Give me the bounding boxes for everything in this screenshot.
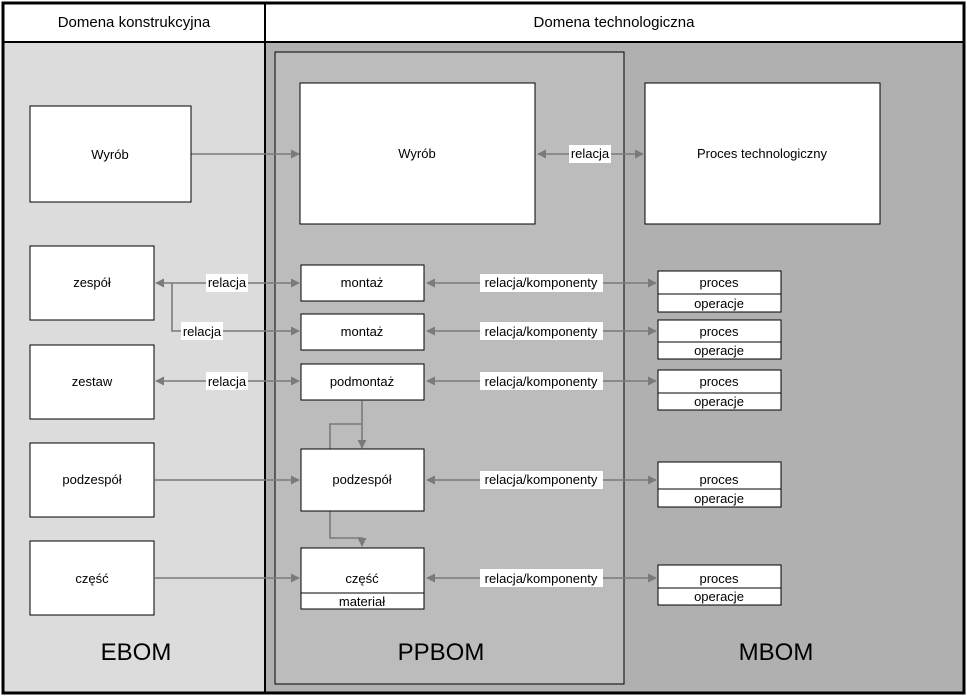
mbom-op-box-1 <box>657 270 782 313</box>
ebom-part-label: część <box>75 571 109 586</box>
mbom-ops-label-4: operacje <box>694 491 744 506</box>
ebom-product-label: Wyrób <box>91 147 128 162</box>
mbom-op-box-2 <box>657 319 782 360</box>
mbom-process-label: Proces technologiczny <box>697 146 828 161</box>
technological-domain-title: Domena technologiczna <box>534 14 696 31</box>
mbom-op-box-5 <box>657 564 782 606</box>
mbom-proc-label-2: proces <box>699 324 739 339</box>
ebom-set-label: zestaw <box>72 374 113 389</box>
components-label-bg-2 <box>480 322 603 340</box>
arrow-assembly-mounting-2 <box>171 283 300 336</box>
zone-titles: EBOM PPBOM MBOM <box>101 639 814 666</box>
ebom-subassembly-label: podzespół <box>62 472 121 487</box>
ebom-items: Wyrób zespół zestaw podzespół część <box>29 105 192 616</box>
ebom-title: EBOM <box>101 639 172 666</box>
constructive-domain-title: Domena konstrukcyjna <box>58 14 211 31</box>
ebom-subassembly-box <box>29 442 155 518</box>
components-label-bg-5 <box>480 569 603 587</box>
relation-label-bg-assembly <box>206 274 248 292</box>
mbom-ops-label-5: operacje <box>694 589 744 604</box>
ppbom-items: Wyrób montaż montaż podmontaż podzespół … <box>299 82 536 610</box>
ppbom-subassembly-box <box>300 448 425 512</box>
relation-label-set: relacja <box>208 374 247 389</box>
components-label-bg-4 <box>480 471 603 489</box>
ppbom-mounting-2-box <box>300 313 425 351</box>
mbom-items: Proces technologiczny proces operacje pr… <box>644 82 881 606</box>
ebom-product-box <box>29 105 192 203</box>
ebom-part-box <box>29 540 155 616</box>
ebom-set-box <box>29 344 155 420</box>
mbom-proc-label-3: proces <box>699 374 739 389</box>
relation-label-bg-product <box>569 145 611 163</box>
mbom-process-box <box>644 82 881 225</box>
components-label-bg-3 <box>480 372 603 390</box>
ppbom-mounting-2-label: montaż <box>341 324 384 339</box>
relation-label-product: relacja <box>571 146 610 161</box>
ebom-assembly-box <box>29 245 155 321</box>
relation-label-assembly-2: relacja <box>183 324 222 339</box>
relation-labels: relacja relacja relacja relacja relacja/… <box>181 145 611 587</box>
components-label-1: relacja/komponenty <box>485 275 598 290</box>
arrow-submounting-part <box>329 423 367 547</box>
components-label-3: relacja/komponenty <box>485 374 598 389</box>
ppbom-part-box <box>300 547 425 610</box>
ppbom-submounting-box <box>300 363 425 401</box>
mbom-op-box-4 <box>657 461 782 508</box>
ppbom-material-label: materiał <box>339 594 385 609</box>
relation-label-assembly: relacja <box>208 275 247 290</box>
components-label-5: relacja/komponenty <box>485 571 598 586</box>
ppbom-part-label: część <box>345 571 379 586</box>
mbom-proc-label-1: proces <box>699 275 739 290</box>
components-label-4: relacja/komponenty <box>485 472 598 487</box>
mbom-proc-label-5: proces <box>699 571 739 586</box>
mbom-ops-label-2: operacje <box>694 343 744 358</box>
components-label-2: relacja/komponenty <box>485 324 598 339</box>
mbom-proc-label-4: proces <box>699 472 739 487</box>
ebom-assembly-label: zespół <box>73 275 111 290</box>
relation-label-bg-set <box>206 372 248 390</box>
mbom-ops-label-3: operacje <box>694 394 744 409</box>
components-label-bg-1 <box>480 274 603 292</box>
mbom-ops-label-1: operacje <box>694 296 744 311</box>
ppbom-mounting-1-label: montaż <box>341 275 384 290</box>
mbom-title: MBOM <box>739 639 814 666</box>
ppbom-product-label: Wyrób <box>398 146 435 161</box>
ppbom-submounting-label: podmontaż <box>330 374 394 389</box>
header-bar <box>4 4 963 42</box>
mbom-op-box-3 <box>657 369 782 411</box>
relation-label-bg-assembly-2 <box>181 322 223 340</box>
ppbom-subassembly-label: podzespół <box>332 472 391 487</box>
ppbom-product-box <box>299 82 536 225</box>
ppbom-mounting-1-box <box>300 264 425 302</box>
ppbom-title: PPBOM <box>398 639 485 666</box>
